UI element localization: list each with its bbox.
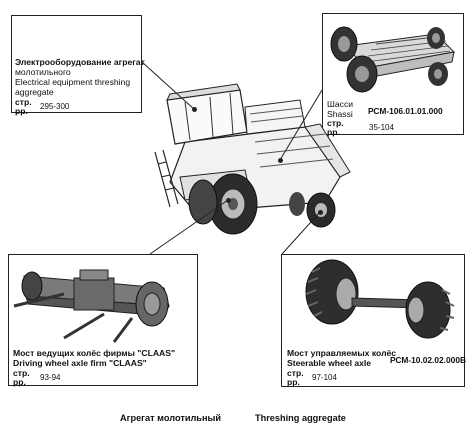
chassis-title-en: Shassi (327, 109, 353, 119)
driving-axle-title-en: Driving wheel axle firm "CLAAS" (13, 358, 147, 368)
steerable-axle-illustration (305, 259, 455, 339)
driving-axle-illustration (13, 269, 170, 343)
connector-dot-chassis (278, 158, 283, 163)
steerable-axle-title-ru: Мост управляемых колёс (287, 348, 397, 358)
connector-dot-driving-axle (226, 198, 231, 203)
combine-harvester-illustration (154, 83, 351, 235)
connector-dot-steerable-axle (318, 210, 323, 215)
caption-en: Threshing aggregate (255, 413, 346, 423)
electrical-title-ru-2: молотильного (15, 67, 71, 77)
steerable-axle-pages: 97-104 (312, 373, 337, 382)
electrical-page-label-en: pp. (15, 106, 28, 116)
driving-axle-title-ru: Мост ведущих колёс фирмы "CLAAS" (13, 348, 176, 358)
electrical-title-en-2: aggregate (15, 87, 54, 97)
steerable-axle-title-en: Steerable wheel axle (287, 358, 372, 368)
electrical-page-label-ru: стр. (15, 97, 32, 107)
steerable-axle-page-label-ru: стр. (287, 368, 304, 378)
chassis-illustration (330, 26, 456, 93)
driving-axle-page-label-en: pp. (13, 377, 26, 387)
caption-ru: Агрегат молотильный (120, 413, 222, 423)
driving-axle-pages: 93-94 (40, 373, 61, 382)
connector-dot-electrical (192, 107, 197, 112)
chassis-page-label-en: pp. (327, 127, 340, 137)
electrical-title-en: Electrical equipment threshing (15, 77, 131, 87)
chassis-page-label-ru: стр. (327, 118, 344, 128)
chassis-pages: 35-104 (369, 123, 394, 132)
driving-axle-page-label-ru: стр. (13, 368, 30, 378)
electrical-title-ru: Электрооборудование агрегат (15, 57, 145, 67)
chassis-code: РСМ-106.01.01.000 (368, 106, 443, 116)
steerable-axle-code: РСМ-10.02.02.000В (390, 355, 467, 365)
electrical-pages: 295-300 (40, 102, 70, 111)
steerable-axle-page-label-en: pp. (287, 377, 300, 387)
chassis-title-ru: Шасси (327, 99, 354, 109)
electrical-equipment-box (11, 15, 142, 113)
